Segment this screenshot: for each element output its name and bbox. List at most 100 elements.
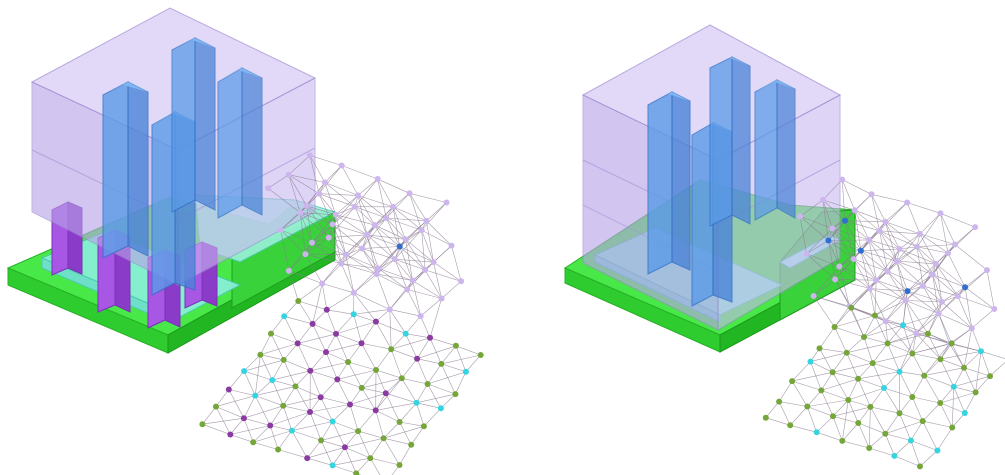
graph-node [402,236,409,243]
graph-node [851,207,858,214]
graph-node [351,203,358,210]
graph-node [333,330,339,337]
graph-node [386,306,393,313]
graph-node [329,221,336,228]
graph-node [358,340,365,347]
graph-node [839,437,846,444]
graph-node [423,217,430,224]
graph-node [972,389,979,396]
graph-node [316,190,322,197]
graph-node [319,280,326,287]
graph-node [404,286,411,293]
graph-node [277,226,284,233]
graph-node [371,222,378,229]
graph-node [902,297,909,304]
graph-node [937,400,944,406]
graph-node [951,241,958,248]
graph-node [342,251,349,258]
graph-node [295,298,302,304]
graph-node [919,418,926,425]
graph-node [932,260,939,267]
graph-node [398,375,405,382]
graph-node [241,368,248,375]
graph-node [882,430,889,437]
graph-node [991,306,998,312]
graph-node [804,403,811,410]
graph-node [762,414,769,421]
graph-node [871,312,878,319]
graph-node [787,422,794,429]
graph-node [268,330,274,337]
graph-node [345,359,352,365]
graph-node [829,369,836,376]
graph-node [417,313,424,320]
graph-nodes [199,152,484,475]
graph-node [332,211,339,218]
graph-node [285,171,292,178]
graph-node [866,285,873,292]
right-panel [563,24,1005,470]
graph-node [789,378,796,385]
graph-node [288,427,295,434]
graph-node [448,242,455,249]
graph-node [374,176,381,182]
graph-node [250,439,257,446]
graph-node [375,265,382,272]
graph-node [265,185,272,192]
graph-node [341,444,348,451]
graph-node [321,179,328,186]
graph-node [396,243,403,250]
graph-node [891,452,898,459]
graph-node [968,325,975,332]
graph-node [292,383,299,390]
graph-node [353,470,360,475]
graph-node [307,409,313,415]
graph-node [825,237,832,244]
graph-node [819,196,826,203]
graph-node [438,360,445,367]
graph-node [252,392,259,399]
graph-node [866,236,872,243]
graph-node [909,394,916,400]
graph-node [914,243,920,250]
graph-node [961,364,967,371]
graph-node [884,268,891,275]
graph-node [949,424,956,431]
graph-node [950,383,957,390]
graph-node [213,403,219,410]
graph-node [414,355,421,362]
graph-node [832,276,839,283]
graph-node [945,250,951,256]
graph-node [843,349,850,356]
graph-node [350,311,357,318]
graph-node [904,199,911,206]
graph-node [406,190,413,197]
graph-node [309,239,315,246]
graph-node [269,377,276,384]
graph-node [848,304,855,311]
graph-node [382,390,389,397]
graph-node [257,351,264,358]
graph-node [323,306,330,313]
graph-node [350,289,357,296]
graph-node [329,418,336,425]
graph-node [987,373,993,380]
graph-node [424,381,431,387]
graph-node [934,447,941,454]
graph-node [302,251,309,258]
graph-node [380,435,387,442]
graph-node [867,403,874,410]
graph-edges [765,179,1005,467]
graph-node [413,399,420,406]
graph-node [418,227,425,234]
graph-node [935,310,942,317]
graph-node [816,345,823,352]
left-panel [6,7,484,475]
graph-node [810,293,817,299]
graph-node [355,192,361,199]
graph-node [323,349,329,356]
node-graph-right [762,176,1005,470]
graph-node [329,462,336,469]
graph-node [355,428,362,435]
